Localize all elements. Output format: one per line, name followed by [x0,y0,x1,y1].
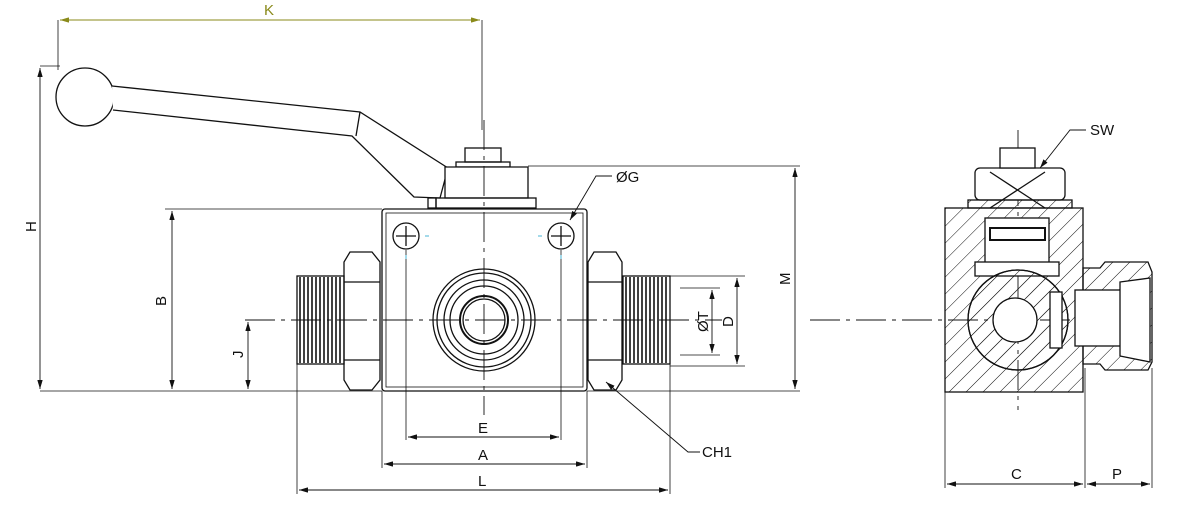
dim-j-label: J [230,351,247,359]
valve-body [381,208,588,392]
dim-a-label: A [478,447,488,464]
dim-g-label: ØG [616,169,639,186]
bolt-holes [392,222,575,250]
dim-k-label: K [264,2,274,19]
dim-t-label: ØT [695,311,712,332]
ch1-label: CH1 [702,444,732,461]
dim-p-label: P [1112,466,1122,483]
handle [55,67,449,199]
dim-l-label: L [478,473,486,490]
dim-b-label: B [153,296,170,306]
stem-cap [427,147,537,209]
dim-m-label: M [777,273,794,286]
sw-label: SW [1090,122,1115,139]
dim-h-label: H [23,221,40,232]
section-view [944,147,1153,393]
dim-e-label: E [478,420,488,437]
dim-d-label: D [720,316,737,327]
dim-c-label: C [1011,466,1022,483]
